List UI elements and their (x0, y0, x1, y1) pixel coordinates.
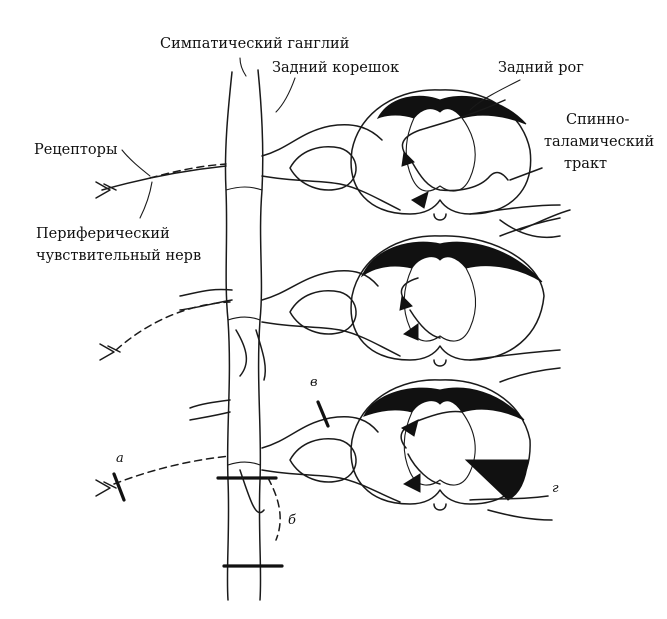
label-spinothalamic-tract-line-2: таламический (544, 134, 654, 150)
sympathetic-trunk (224, 69, 264, 601)
dorsal-horn-3 (362, 387, 525, 421)
marker-g: г (552, 481, 559, 496)
label-receptors: Рецепторы (34, 142, 118, 158)
label-spinothalamic-tract-line-1: Спинно- (566, 112, 629, 128)
labels: Симпатический ганглий Задний корешок Зад… (34, 36, 654, 528)
spinal-segment-1 (261, 89, 571, 239)
dorsal-horn-2 (360, 241, 543, 283)
label-sympathetic-ganglion: Симпатический ганглий (160, 36, 349, 52)
spinothalamic-tract-lesion (464, 459, 529, 501)
marker-a: а (116, 451, 124, 466)
lesion-v (316, 400, 330, 428)
lesion-a (112, 472, 126, 502)
marker-v: в (310, 375, 318, 390)
label-peripheral-nerve-line-1: Периферический (36, 226, 170, 242)
spinal-segment-3 (189, 367, 561, 568)
peripheral-nerves (95, 163, 231, 502)
pointer-lines (121, 57, 521, 219)
spinal-segment-2 (179, 217, 561, 381)
label-dorsal-root: Задний корешок (272, 60, 399, 76)
label-spinothalamic-tract-line-3: тракт (564, 156, 607, 172)
marker-b: б (288, 513, 296, 528)
label-dorsal-horn: Задний рог (498, 60, 584, 76)
label-peripheral-nerve-line-2: чувствительный нерв (36, 248, 201, 264)
